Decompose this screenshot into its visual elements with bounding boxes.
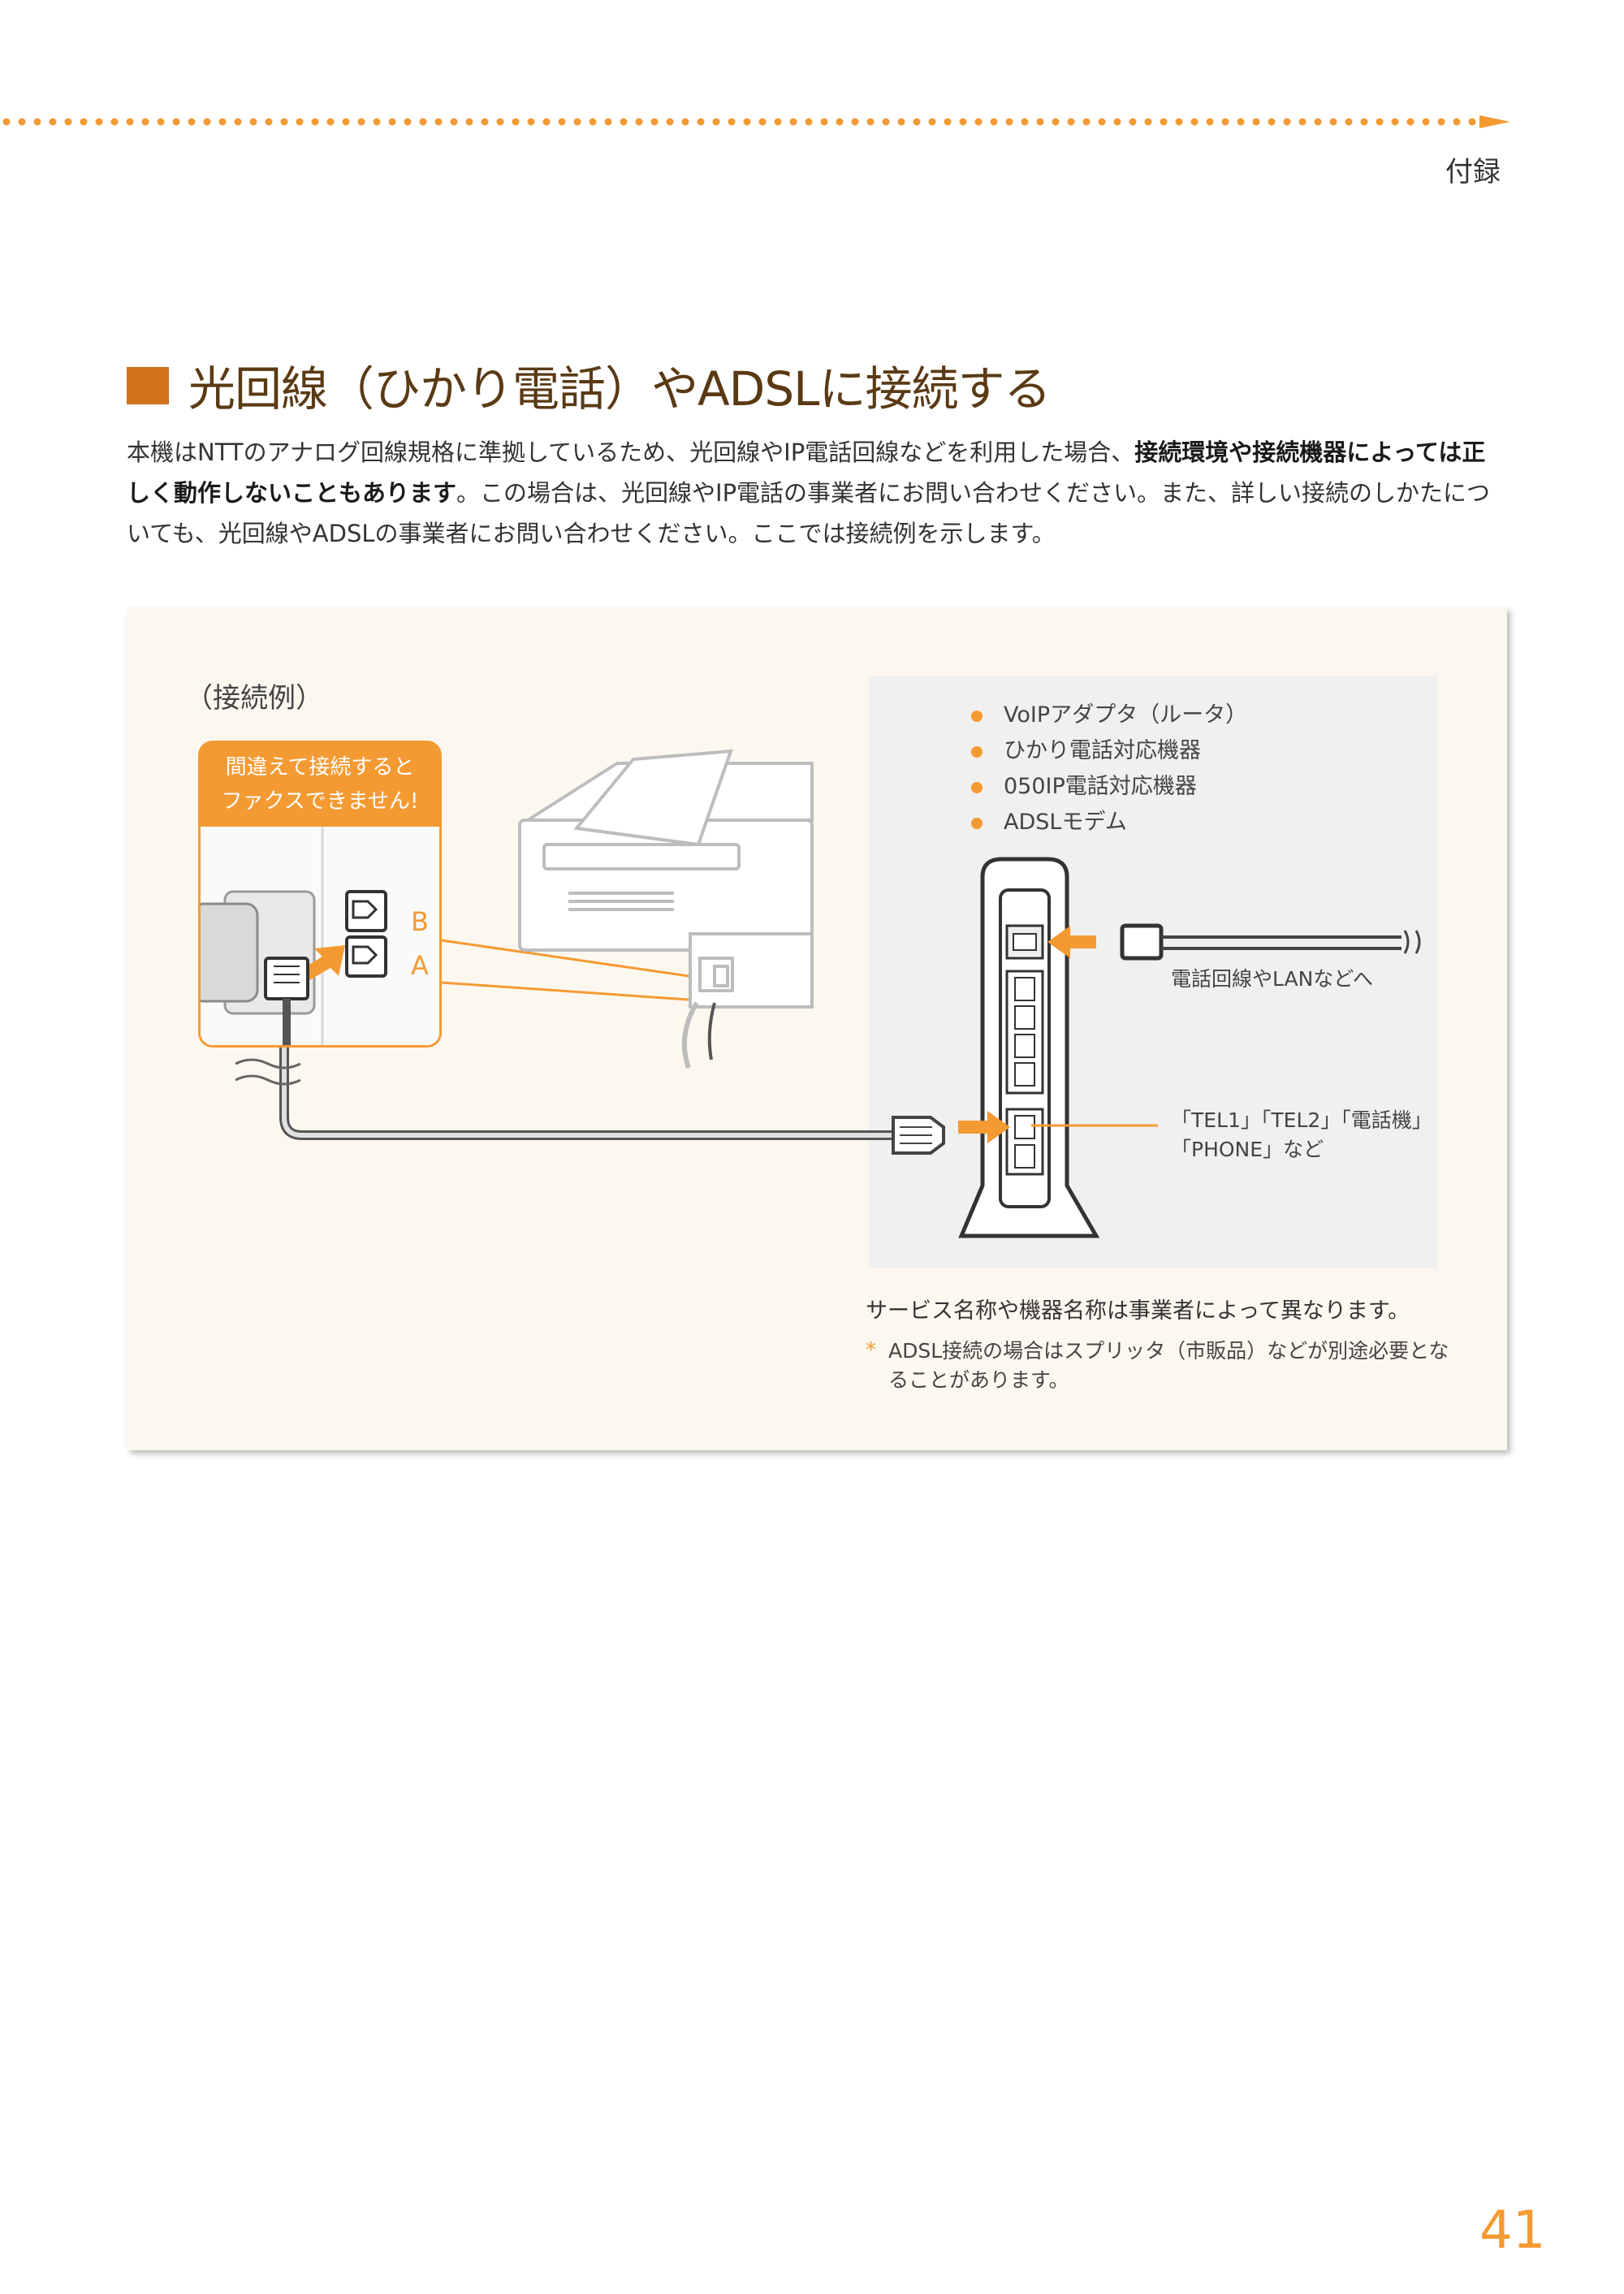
bullet-dot-icon xyxy=(971,817,983,829)
adsl-footnote: ADSL接続の場合はスプリッタ（市販品）などが別途必要となることがあります。 xyxy=(888,1339,1449,1392)
tel-label-line-2: 「PHONE」など xyxy=(1171,1138,1324,1161)
port-zoom-illustration xyxy=(201,827,439,1045)
header-section-label: 付録 xyxy=(1445,156,1501,188)
footnote-mark: * xyxy=(866,1338,876,1363)
intro-text-1: 本機はNTTのアナログ回線規格に準拠しているため、光回線やIP電話回線などを利用… xyxy=(127,438,1135,466)
telephone-cable xyxy=(279,1048,900,1140)
section-title-square-icon xyxy=(127,367,169,404)
intro-bold-warning: 接続環境や接続機器によっては正しく動作しないこともあります xyxy=(127,438,1486,507)
intro-text-2: 。この場合は、光回線やIP電話の事業者にお問い合わせください。また、詳しい接続の… xyxy=(127,479,1491,547)
device-list-item: 050IP電話対応機器 xyxy=(971,768,1197,800)
service-name-note: サービス名称や機器名称は事業者によって異なります。 xyxy=(866,1298,1410,1324)
bullet-dot-icon xyxy=(971,745,983,758)
device-list-item: VoIPアダプタ（ルータ） xyxy=(971,697,1247,728)
tel-label-line-1: 「TEL1」「TEL2」「電話機」 xyxy=(1171,1108,1432,1132)
intro-paragraph: 本機はNTTのアナログ回線規格に準拠しているため、光回線やIP電話回線などを利用… xyxy=(127,432,1507,554)
cable-break-mark xyxy=(235,1058,301,1069)
header-dotted-rule xyxy=(2,115,1510,128)
header-arrow-icon xyxy=(1479,115,1510,128)
arrow-to-tel-port-icon xyxy=(958,1111,1010,1143)
line-plug-icon xyxy=(1120,923,1164,961)
warning-line-1: 間違えて接続すると xyxy=(225,755,415,780)
warning-line-2: ファクスできません! xyxy=(221,789,419,814)
arrow-to-wan-port-icon xyxy=(1047,926,1096,958)
device-list-item: ADSLモデム xyxy=(971,804,1127,836)
router-icon xyxy=(958,857,1100,1238)
example-label: （接続例） xyxy=(185,682,323,715)
section-title: 光回線（ひかり電話）やADSLに接続する xyxy=(188,361,1051,417)
bullet-dot-icon xyxy=(971,781,983,793)
device-list-item: ひかり電話対応機器 xyxy=(971,732,1201,764)
line-label: 電話回線やLANなどへ xyxy=(1171,967,1374,991)
port-b-label: B xyxy=(411,906,429,937)
device-area xyxy=(869,676,1437,1268)
warning-callout: 間違えて接続すると ファクスできません! xyxy=(198,741,442,827)
bullet-dot-icon xyxy=(971,710,983,722)
port-zoom-view xyxy=(198,827,442,1048)
port-a-label: A xyxy=(411,950,429,981)
printer-icon xyxy=(518,749,814,1009)
page-number: 41 xyxy=(1479,2201,1546,2261)
